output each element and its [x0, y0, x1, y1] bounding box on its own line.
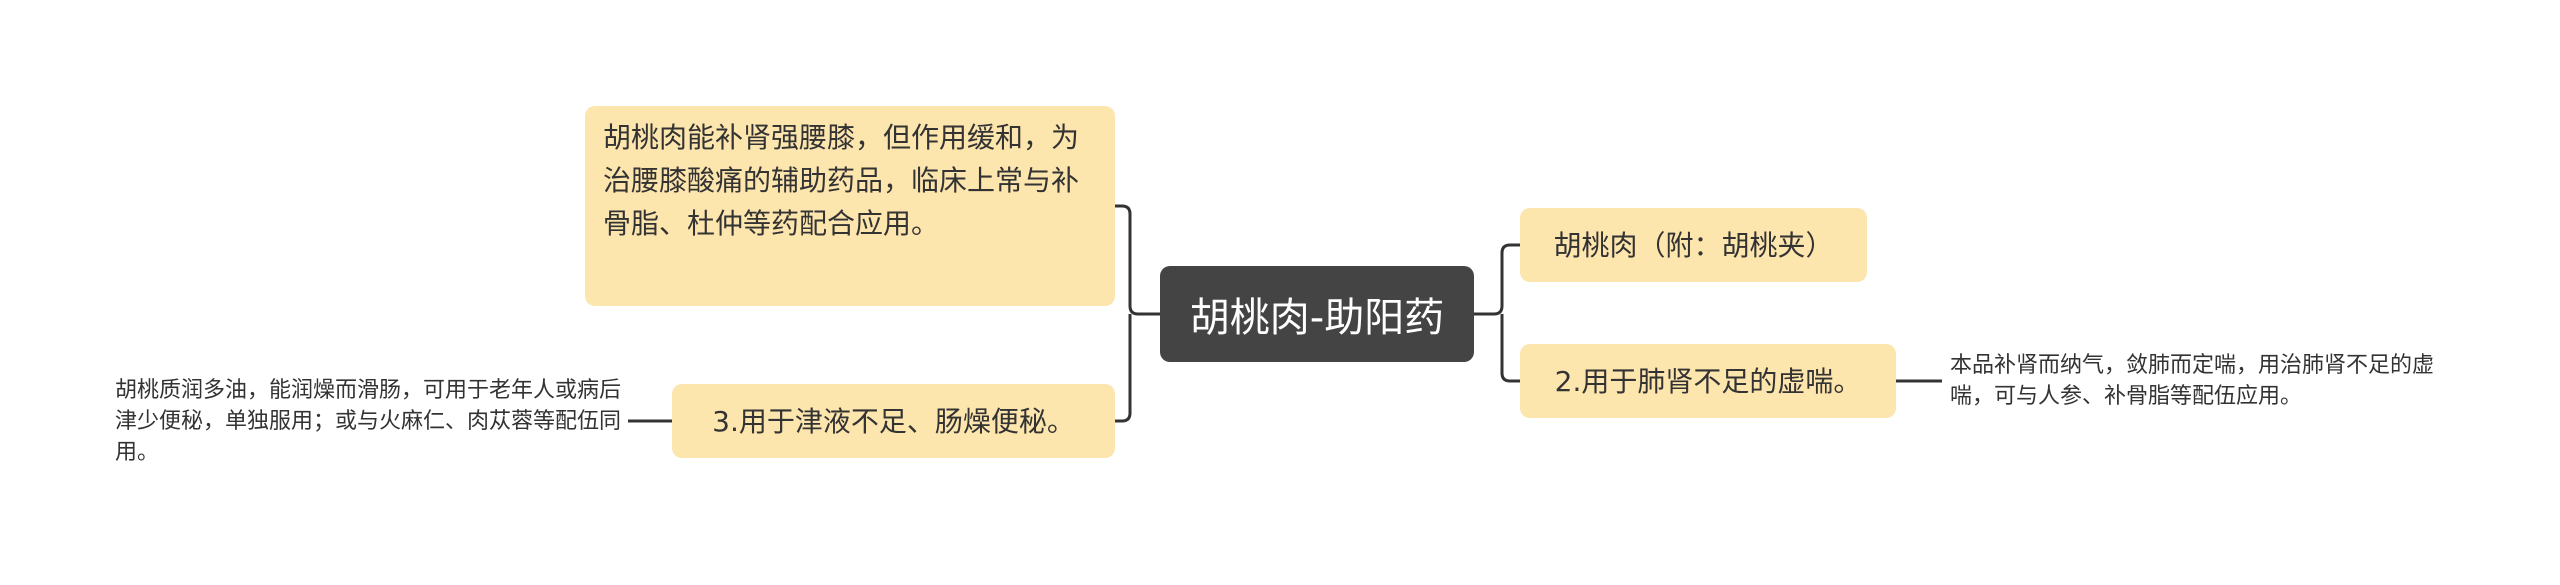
topic-kidney-waist[interactable]: 胡桃肉能补肾强腰膝，但作用缓和，为治腰膝酸痛的辅助药品，临床上常与补骨脂、杜仲等… [585, 106, 1115, 306]
topic-asthma[interactable]: 2.用于肺肾不足的虚喘。 [1520, 344, 1896, 418]
connector-root-to-left-constipation [1115, 314, 1132, 423]
connector-root-to-right-asthma [1500, 314, 1520, 383]
topic-walnut-name[interactable]: 胡桃肉（附：胡桃夹） [1520, 208, 1867, 282]
topic-constipation[interactable]: 3.用于津液不足、肠燥便秘。 [672, 384, 1115, 458]
root-topic-label: 胡桃肉-助阳药 [1189, 295, 1445, 341]
leaf-asthma-detail[interactable]: 本品补肾而纳气，敛肺而定喘，用治肺肾不足的虚喘，可与人参、补骨脂等配伍应用。 [1950, 350, 2470, 418]
leaf-constipation-detail-text: 胡桃质润多油，能润燥而滑肠，可用于老年人或病后津少便秘，单独服用；或与火麻仁、肉… [115, 378, 622, 465]
topic-constipation-label: 3.用于津液不足、肠燥便秘。 [712, 404, 1075, 438]
leaf-constipation-detail[interactable]: 胡桃质润多油，能润燥而滑肠，可用于老年人或病后津少便秘，单独服用；或与火麻仁、肉… [115, 375, 625, 475]
connector-root-to-right-name [1474, 243, 1520, 316]
leaf-asthma-detail-text: 本品补肾而纳气，敛肺而定喘，用治肺肾不足的虚喘，可与人参、补骨脂等配伍应用。 [1950, 353, 2435, 409]
topic-kidney-waist-label: 胡桃肉能补肾强腰膝，但作用缓和，为治腰膝酸痛的辅助药品，临床上常与补骨脂、杜仲等… [603, 121, 1080, 240]
topic-asthma-label: 2.用于肺肾不足的虚喘。 [1554, 364, 1862, 398]
connector-root-to-left-branch [1115, 204, 1160, 316]
topic-walnut-name-label: 胡桃肉（附：胡桃夹） [1553, 228, 1834, 262]
root-topic[interactable]: 胡桃肉-助阳药 [1160, 266, 1474, 362]
